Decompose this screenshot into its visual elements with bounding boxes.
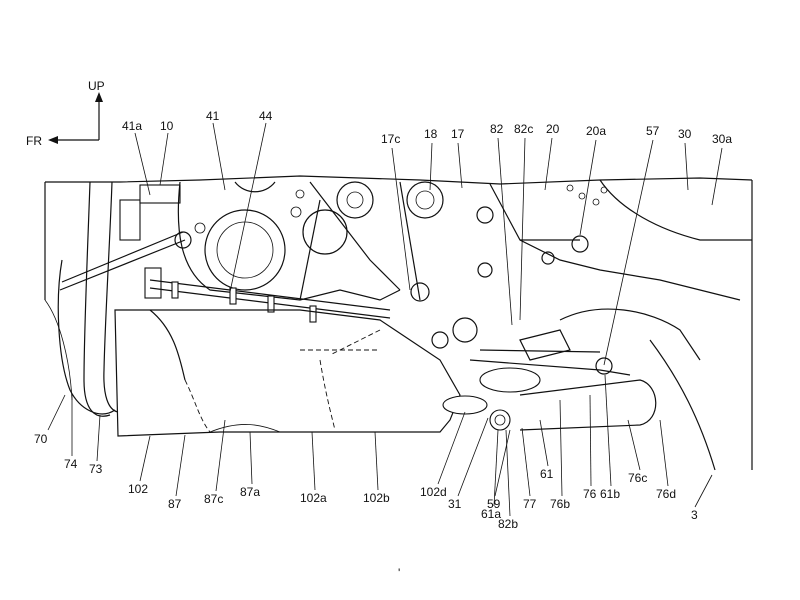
ref-label: 41: [206, 109, 220, 123]
ref-label: 61: [540, 467, 554, 481]
ref-label: 82b: [498, 517, 518, 531]
ref-label: 82: [490, 122, 504, 136]
ref-label: 10: [160, 119, 174, 133]
up-arrow-icon: [95, 92, 103, 102]
ref-label: 102: [128, 482, 148, 496]
ref-label: 3: [691, 508, 698, 522]
front-label: FR: [26, 134, 42, 148]
front-pipes: [44, 181, 186, 417]
orientation-indicator: UP FR: [26, 79, 105, 148]
ref-label: 18: [424, 127, 438, 141]
ref-label: 82c: [514, 122, 533, 136]
ref-label: 20a: [586, 124, 606, 138]
ref-label: 41a: [122, 119, 142, 133]
ref-label: 76b: [550, 497, 570, 511]
ref-label: 74: [64, 457, 78, 471]
ref-label: 30: [678, 127, 692, 141]
ref-label: 61a: [481, 507, 501, 521]
ref-label: 87c: [204, 492, 223, 506]
leader-lines: [47, 122, 723, 517]
up-label: UP: [88, 79, 105, 93]
ref-label: 87: [168, 497, 182, 511]
front-arrow-icon: [48, 136, 58, 144]
ref-label: 70: [34, 432, 48, 446]
swing-arm: [442, 308, 701, 431]
ref-label: 102d: [420, 485, 447, 499]
ref-label: 73: [89, 462, 103, 476]
ref-label: 76: [583, 487, 597, 501]
ref-label: 76c: [628, 471, 647, 485]
ref-label: 20: [546, 122, 560, 136]
ref-label: 59: [487, 497, 501, 511]
oil-pan-flange: [149, 279, 391, 323]
ref-label: 44: [259, 109, 273, 123]
ref-label: 76d: [656, 487, 676, 501]
engine-block: [144, 181, 494, 349]
under-cover: [114, 309, 461, 437]
reference-numerals: 41a 10 41 44 17c 18 17 82 82c 20 20a 57 …: [34, 109, 732, 531]
ref-label: 77: [523, 497, 537, 511]
ref-label: 31: [448, 497, 462, 511]
ref-label: 57: [646, 124, 660, 138]
ref-label: 102a: [300, 491, 327, 505]
ref-label: 61b: [600, 487, 620, 501]
ref-label: 87a: [240, 485, 260, 499]
ref-label: 17c: [381, 132, 400, 146]
rear-frame: [489, 179, 753, 471]
ref-label: 17: [451, 127, 465, 141]
frame-top-outline: [45, 175, 753, 185]
ref-label: 102b: [363, 491, 390, 505]
footer-mark: ': [398, 566, 400, 580]
ref-label: 30a: [712, 132, 732, 146]
